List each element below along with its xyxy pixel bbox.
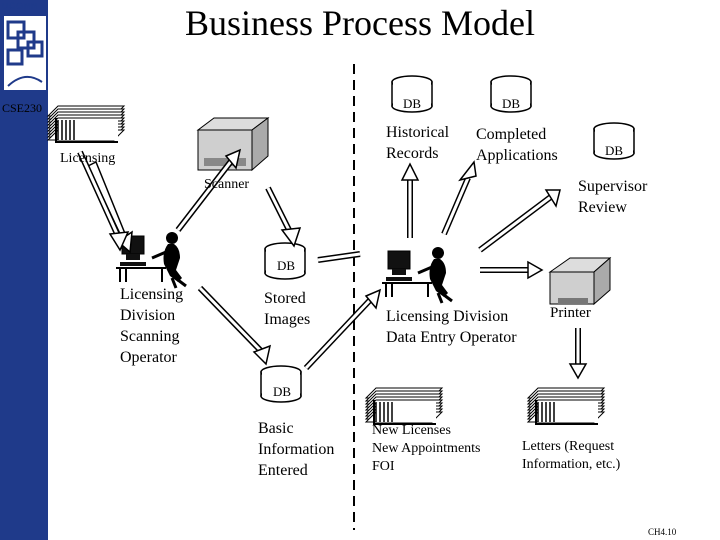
scanner-label: Scanner [204, 177, 250, 192]
db-label: DB [273, 384, 292, 399]
page-title: Business Process Model [185, 3, 535, 43]
operator-workstation-icon [380, 245, 454, 305]
db-label: DB [277, 258, 296, 273]
document-stack-icon [47, 105, 125, 143]
db-label: DB [502, 96, 521, 111]
university-logo-text: UCONN [2, 1, 38, 11]
slide-number: CH4.10 [648, 527, 677, 537]
sidebar-band [0, 0, 48, 540]
printer-icon [548, 256, 612, 306]
licensing-label: Licensing [60, 151, 116, 166]
course-code: CSE230 [2, 101, 43, 115]
document-stack-icon [527, 387, 605, 425]
university-logo-icon [4, 16, 46, 90]
printer-label: Printer [550, 305, 591, 321]
document-stack-icon [365, 387, 443, 425]
scanner-icon [196, 117, 270, 172]
db-label: DB [403, 96, 422, 111]
db-label: DB [605, 143, 624, 158]
